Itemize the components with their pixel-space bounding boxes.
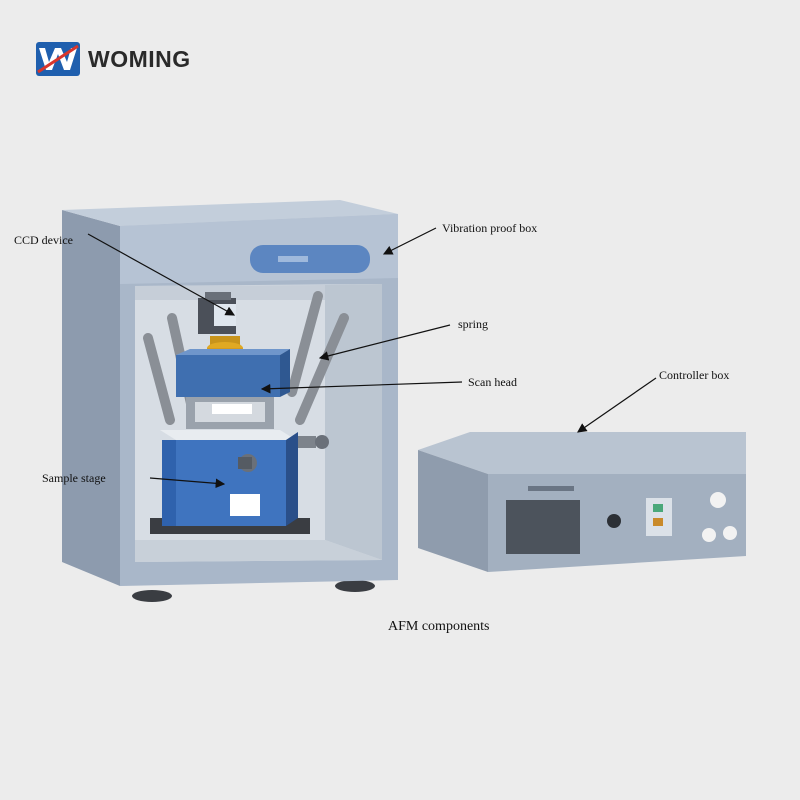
woming-logo-mark-icon (36, 42, 80, 76)
label-spring: spring (458, 317, 488, 331)
scan-head (176, 349, 290, 429)
label-controller-box: Controller box (659, 368, 730, 382)
figure-caption: AFM components (388, 619, 490, 634)
leader-arrows (87, 227, 657, 489)
woming-logo: WOMING (36, 41, 191, 77)
label-scan-head: Scan head (468, 375, 517, 389)
sample-stage (150, 430, 329, 534)
label-vibration-proof-box: Vibration proof box (442, 221, 538, 235)
label-sample-stage: Sample stage (42, 471, 106, 485)
label-ccd-device: CCD device (14, 233, 73, 247)
brand-name: WOMING (88, 45, 191, 72)
controller-box (418, 432, 746, 572)
